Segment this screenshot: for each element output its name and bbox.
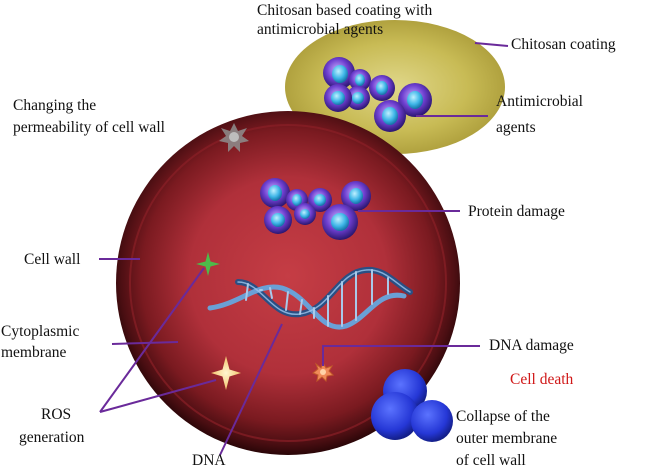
permeability-label-line2: permeability of cell wall bbox=[13, 119, 165, 136]
spark-star-icon bbox=[211, 356, 241, 390]
collapse-label-line1: Collapse of the bbox=[456, 408, 550, 425]
leader-ros-1 bbox=[99, 267, 205, 413]
ros-label-line2: generation bbox=[19, 429, 85, 446]
permeability-label-line1: Changing the bbox=[13, 97, 97, 114]
cytoplasmic-label-line1: Cytoplasmic bbox=[1, 323, 80, 340]
collapse-label-line2: outer membrane bbox=[456, 430, 558, 447]
antimicrobial-label-line2: agents bbox=[496, 119, 536, 136]
collapse-particles bbox=[371, 369, 453, 442]
cell-death-label: Cell death bbox=[510, 371, 574, 388]
chitosan-coating-label: Chitosan coating bbox=[511, 36, 616, 53]
antimicrobial-label-line1: Antimicrobial bbox=[496, 93, 583, 110]
leader-coating bbox=[474, 42, 509, 47]
damaged-spot-icon bbox=[219, 123, 249, 152]
cytoplasmic-label-line2: membrane bbox=[1, 344, 67, 361]
leader-ros-2 bbox=[99, 379, 217, 413]
antimicrobial-particles-coating bbox=[323, 57, 432, 132]
dna-label: DNA bbox=[192, 452, 226, 469]
dna-damage-label: DNA damage bbox=[489, 337, 574, 354]
ros-label-line1: ROS bbox=[41, 406, 72, 423]
coating-title-line2: antimicrobial agents bbox=[257, 21, 384, 38]
leader-dna-damage bbox=[322, 345, 480, 366]
collapse-label-line3: of cell wall bbox=[456, 452, 526, 469]
coating-title-line1: Chitosan based coating with bbox=[257, 2, 433, 19]
antimicrobial-particles-cell bbox=[260, 178, 371, 240]
bacterial-cell bbox=[116, 111, 460, 455]
protein-damage-label: Protein damage bbox=[468, 203, 565, 220]
spark-star-icon bbox=[196, 252, 220, 276]
cell-wall-label: Cell wall bbox=[24, 251, 81, 268]
leader-dna bbox=[219, 323, 283, 456]
leader-lines bbox=[99, 42, 509, 456]
dna-helix-icon bbox=[207, 266, 413, 330]
cytoplasmic-membrane-ring bbox=[129, 124, 447, 442]
burst-icon bbox=[312, 361, 335, 383]
leader-cytoplasmic bbox=[111, 341, 179, 345]
